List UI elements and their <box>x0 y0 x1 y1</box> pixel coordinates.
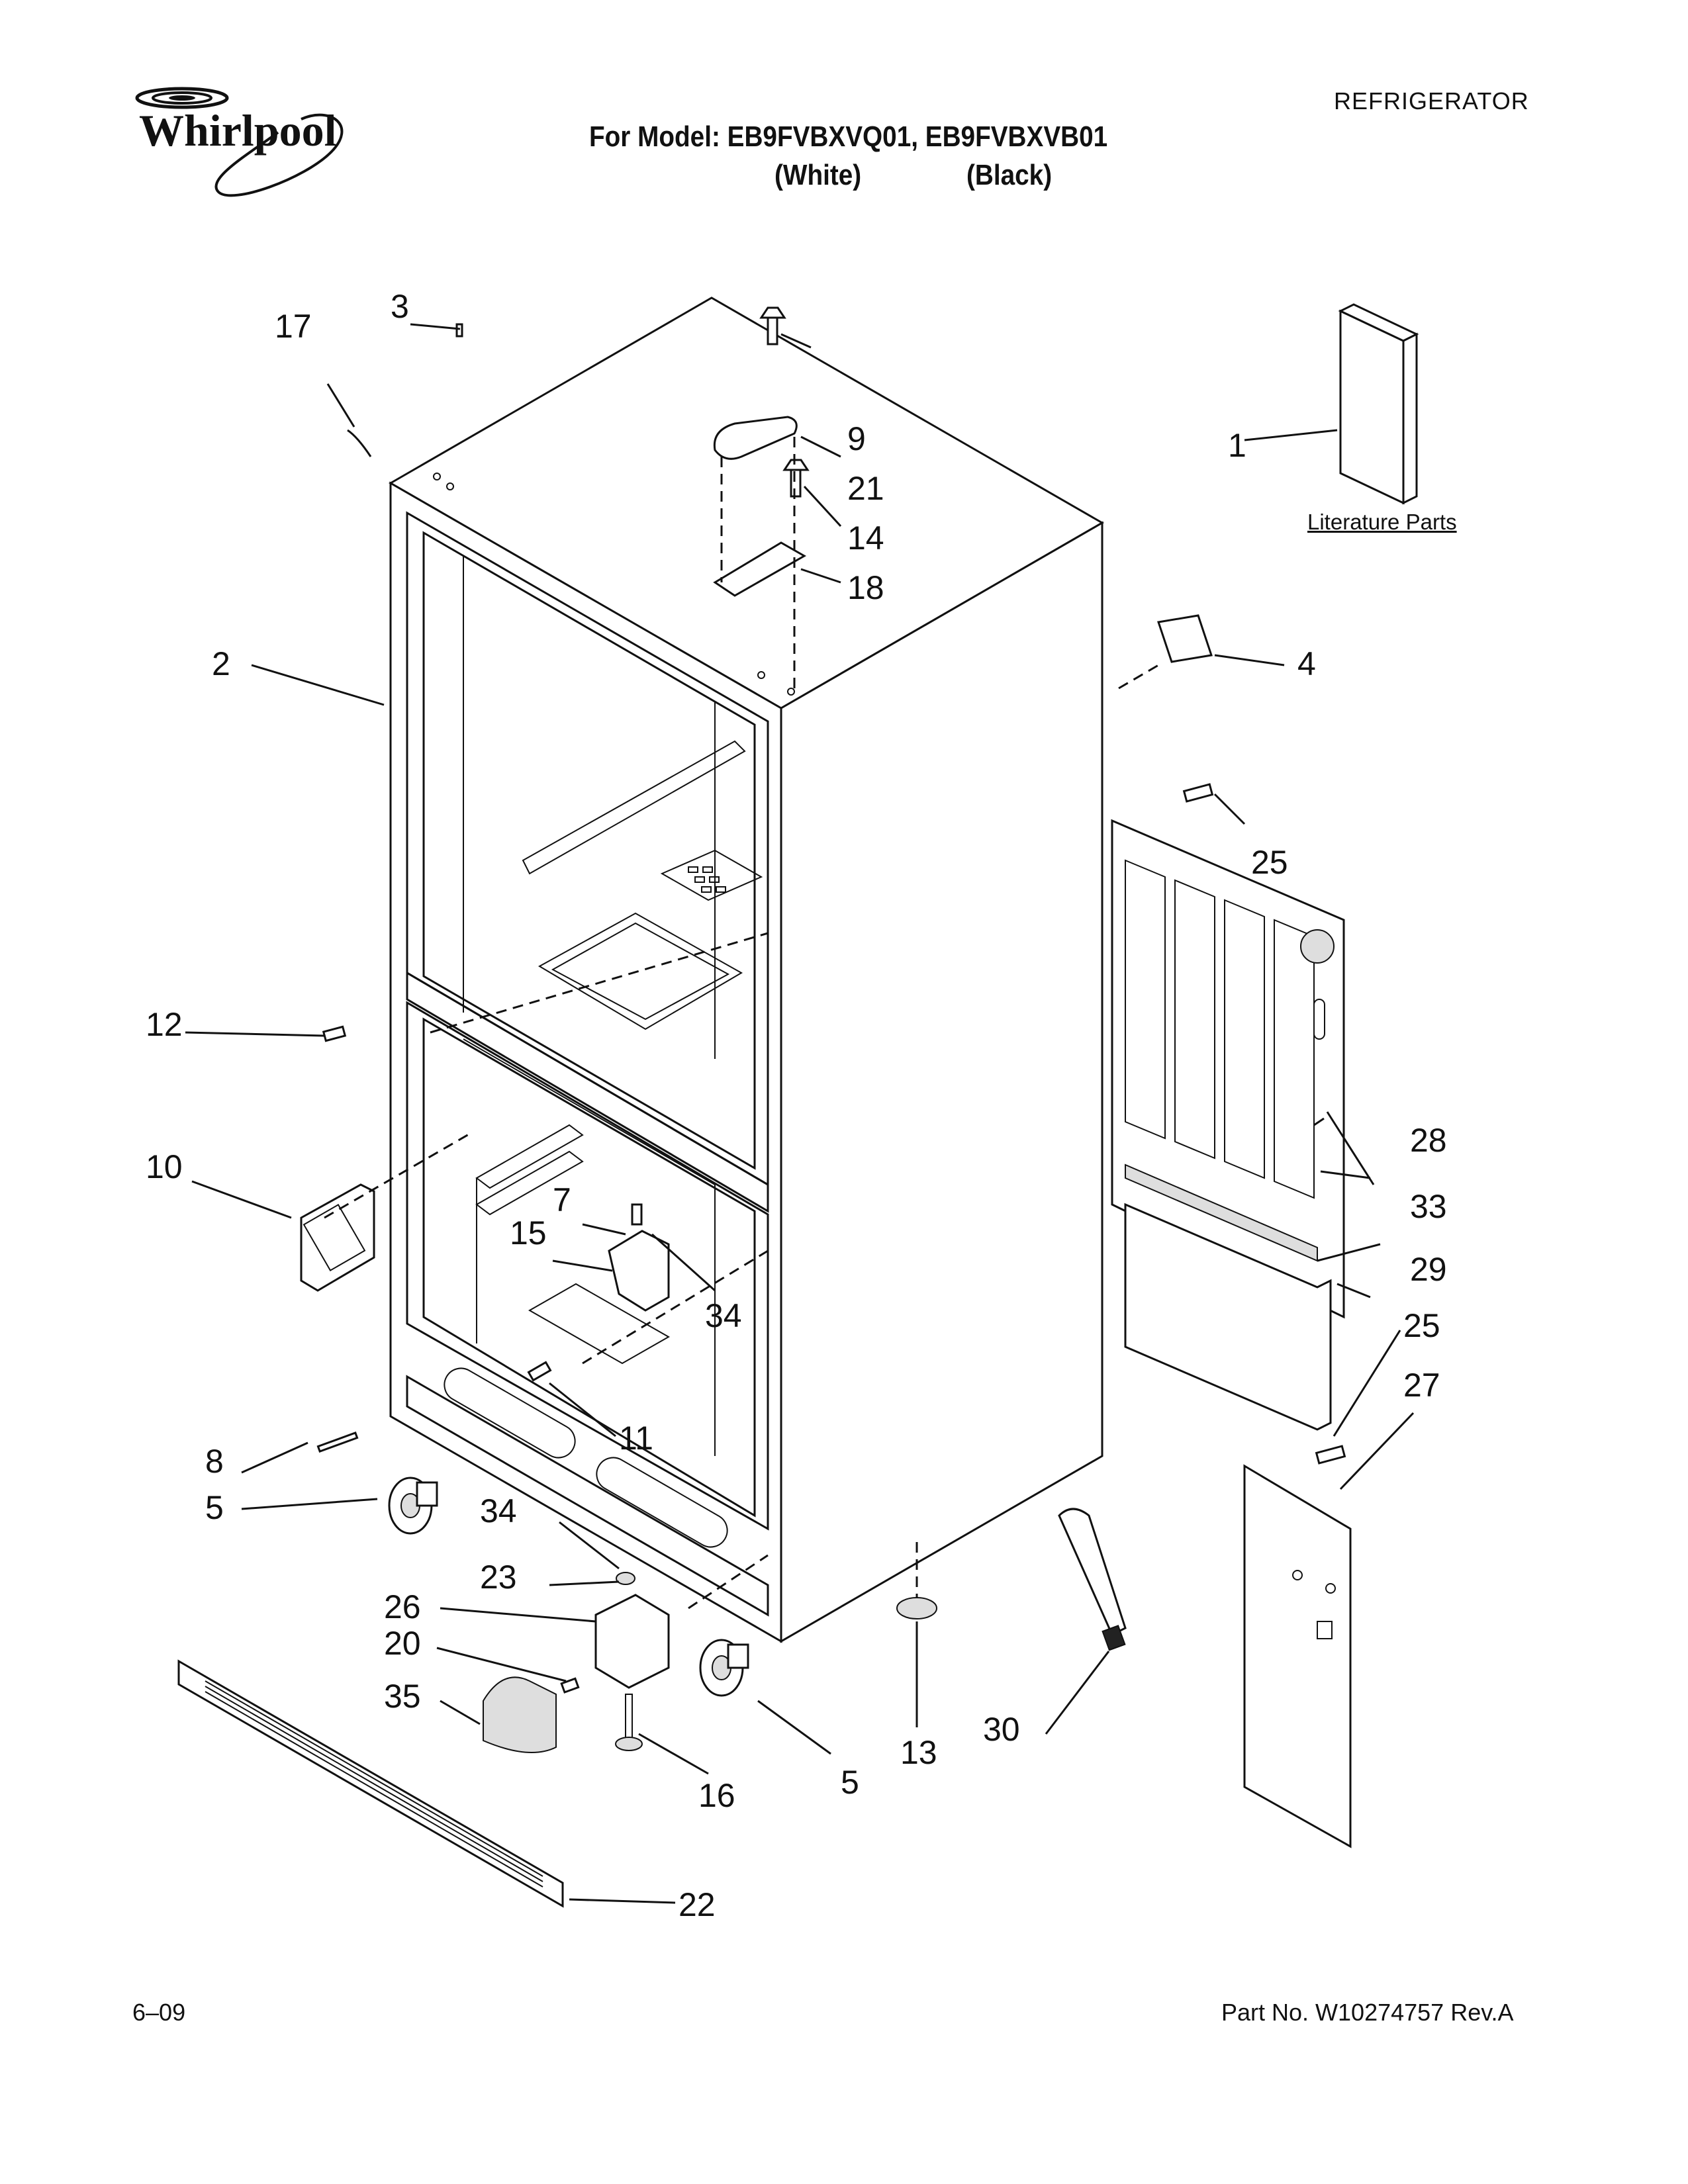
callout-33: 33 <box>1410 1188 1447 1225</box>
front-leveler-bracket-illustration <box>560 1572 670 1751</box>
toe-grille-illustration <box>177 1659 564 1908</box>
callout-14: 14 <box>847 520 884 557</box>
whirlpool-logo: Whirlpool <box>135 87 344 197</box>
back-panel-illustration <box>1243 1464 1352 1848</box>
callout-13: 13 <box>900 1734 937 1771</box>
callout-28: 28 <box>1410 1122 1447 1159</box>
top-hinge-assembly <box>713 306 810 688</box>
callout-5b: 5 <box>841 1764 859 1801</box>
model-line: For Model: EB9FVBXVQ01, EB9FVBXVB01 <box>589 120 1108 153</box>
callout-3: 3 <box>391 288 409 325</box>
callout-26: 26 <box>384 1588 421 1625</box>
category-label: REFRIGERATOR <box>1334 87 1529 114</box>
callout-17: 17 <box>275 308 312 345</box>
callout-29: 29 <box>1410 1251 1447 1288</box>
callout-35: 35 <box>384 1678 421 1715</box>
callout-21: 21 <box>847 470 884 507</box>
access-cover-illustration <box>1124 1203 1332 1431</box>
leveling-pad-illustration <box>896 1597 937 1619</box>
callout-25a: 25 <box>1251 844 1288 881</box>
callout-5a: 5 <box>205 1489 224 1526</box>
callout-labels: 3 17 1 9 21 14 18 4 2 25 12 10 28 33 29 … <box>146 288 1447 1923</box>
roller-left-illustration <box>388 1477 438 1535</box>
callout-25b: 25 <box>1403 1307 1440 1344</box>
callout-15: 15 <box>510 1214 547 1251</box>
leveler-cover-illustration <box>483 1676 557 1753</box>
ice-maker-cover-illustration <box>300 1183 375 1292</box>
callout-34b: 34 <box>480 1492 517 1529</box>
literature-book-illustration <box>1338 303 1419 505</box>
callout-30: 30 <box>983 1711 1020 1748</box>
callout-2: 2 <box>212 645 230 682</box>
footer-part-number: Part No. W10274757 Rev.A <box>1221 1999 1514 2026</box>
color-white-label: (White) <box>774 159 862 191</box>
brand-wordmark: Whirlpool <box>139 105 337 156</box>
callout-20: 20 <box>384 1625 421 1662</box>
callout-7: 7 <box>553 1181 571 1218</box>
footer-date: 6–09 <box>132 1999 186 2026</box>
power-cord-illustration <box>1058 1508 1127 1651</box>
callout-23: 23 <box>480 1559 517 1596</box>
callout-leaders <box>185 323 1415 1904</box>
callout-27: 27 <box>1403 1367 1440 1404</box>
callout-8: 8 <box>205 1443 224 1480</box>
callout-10: 10 <box>146 1148 183 1185</box>
callout-34a: 34 <box>705 1297 742 1334</box>
callout-9: 9 <box>847 420 866 457</box>
callout-22: 22 <box>679 1886 716 1923</box>
callout-18: 18 <box>847 569 884 606</box>
callout-12: 12 <box>146 1006 183 1043</box>
callout-11: 11 <box>619 1420 653 1457</box>
cabinet-illustration <box>388 296 1105 1643</box>
color-black-label: (Black) <box>966 159 1053 191</box>
callout-16: 16 <box>698 1777 735 1814</box>
roller-right-illustration <box>699 1639 749 1697</box>
callout-4: 4 <box>1297 645 1316 682</box>
screw-hardware <box>316 323 1346 1465</box>
label-part-illustration <box>1157 614 1213 663</box>
literature-parts-label: Literature Parts <box>1307 510 1457 534</box>
callout-1: 1 <box>1228 427 1246 464</box>
